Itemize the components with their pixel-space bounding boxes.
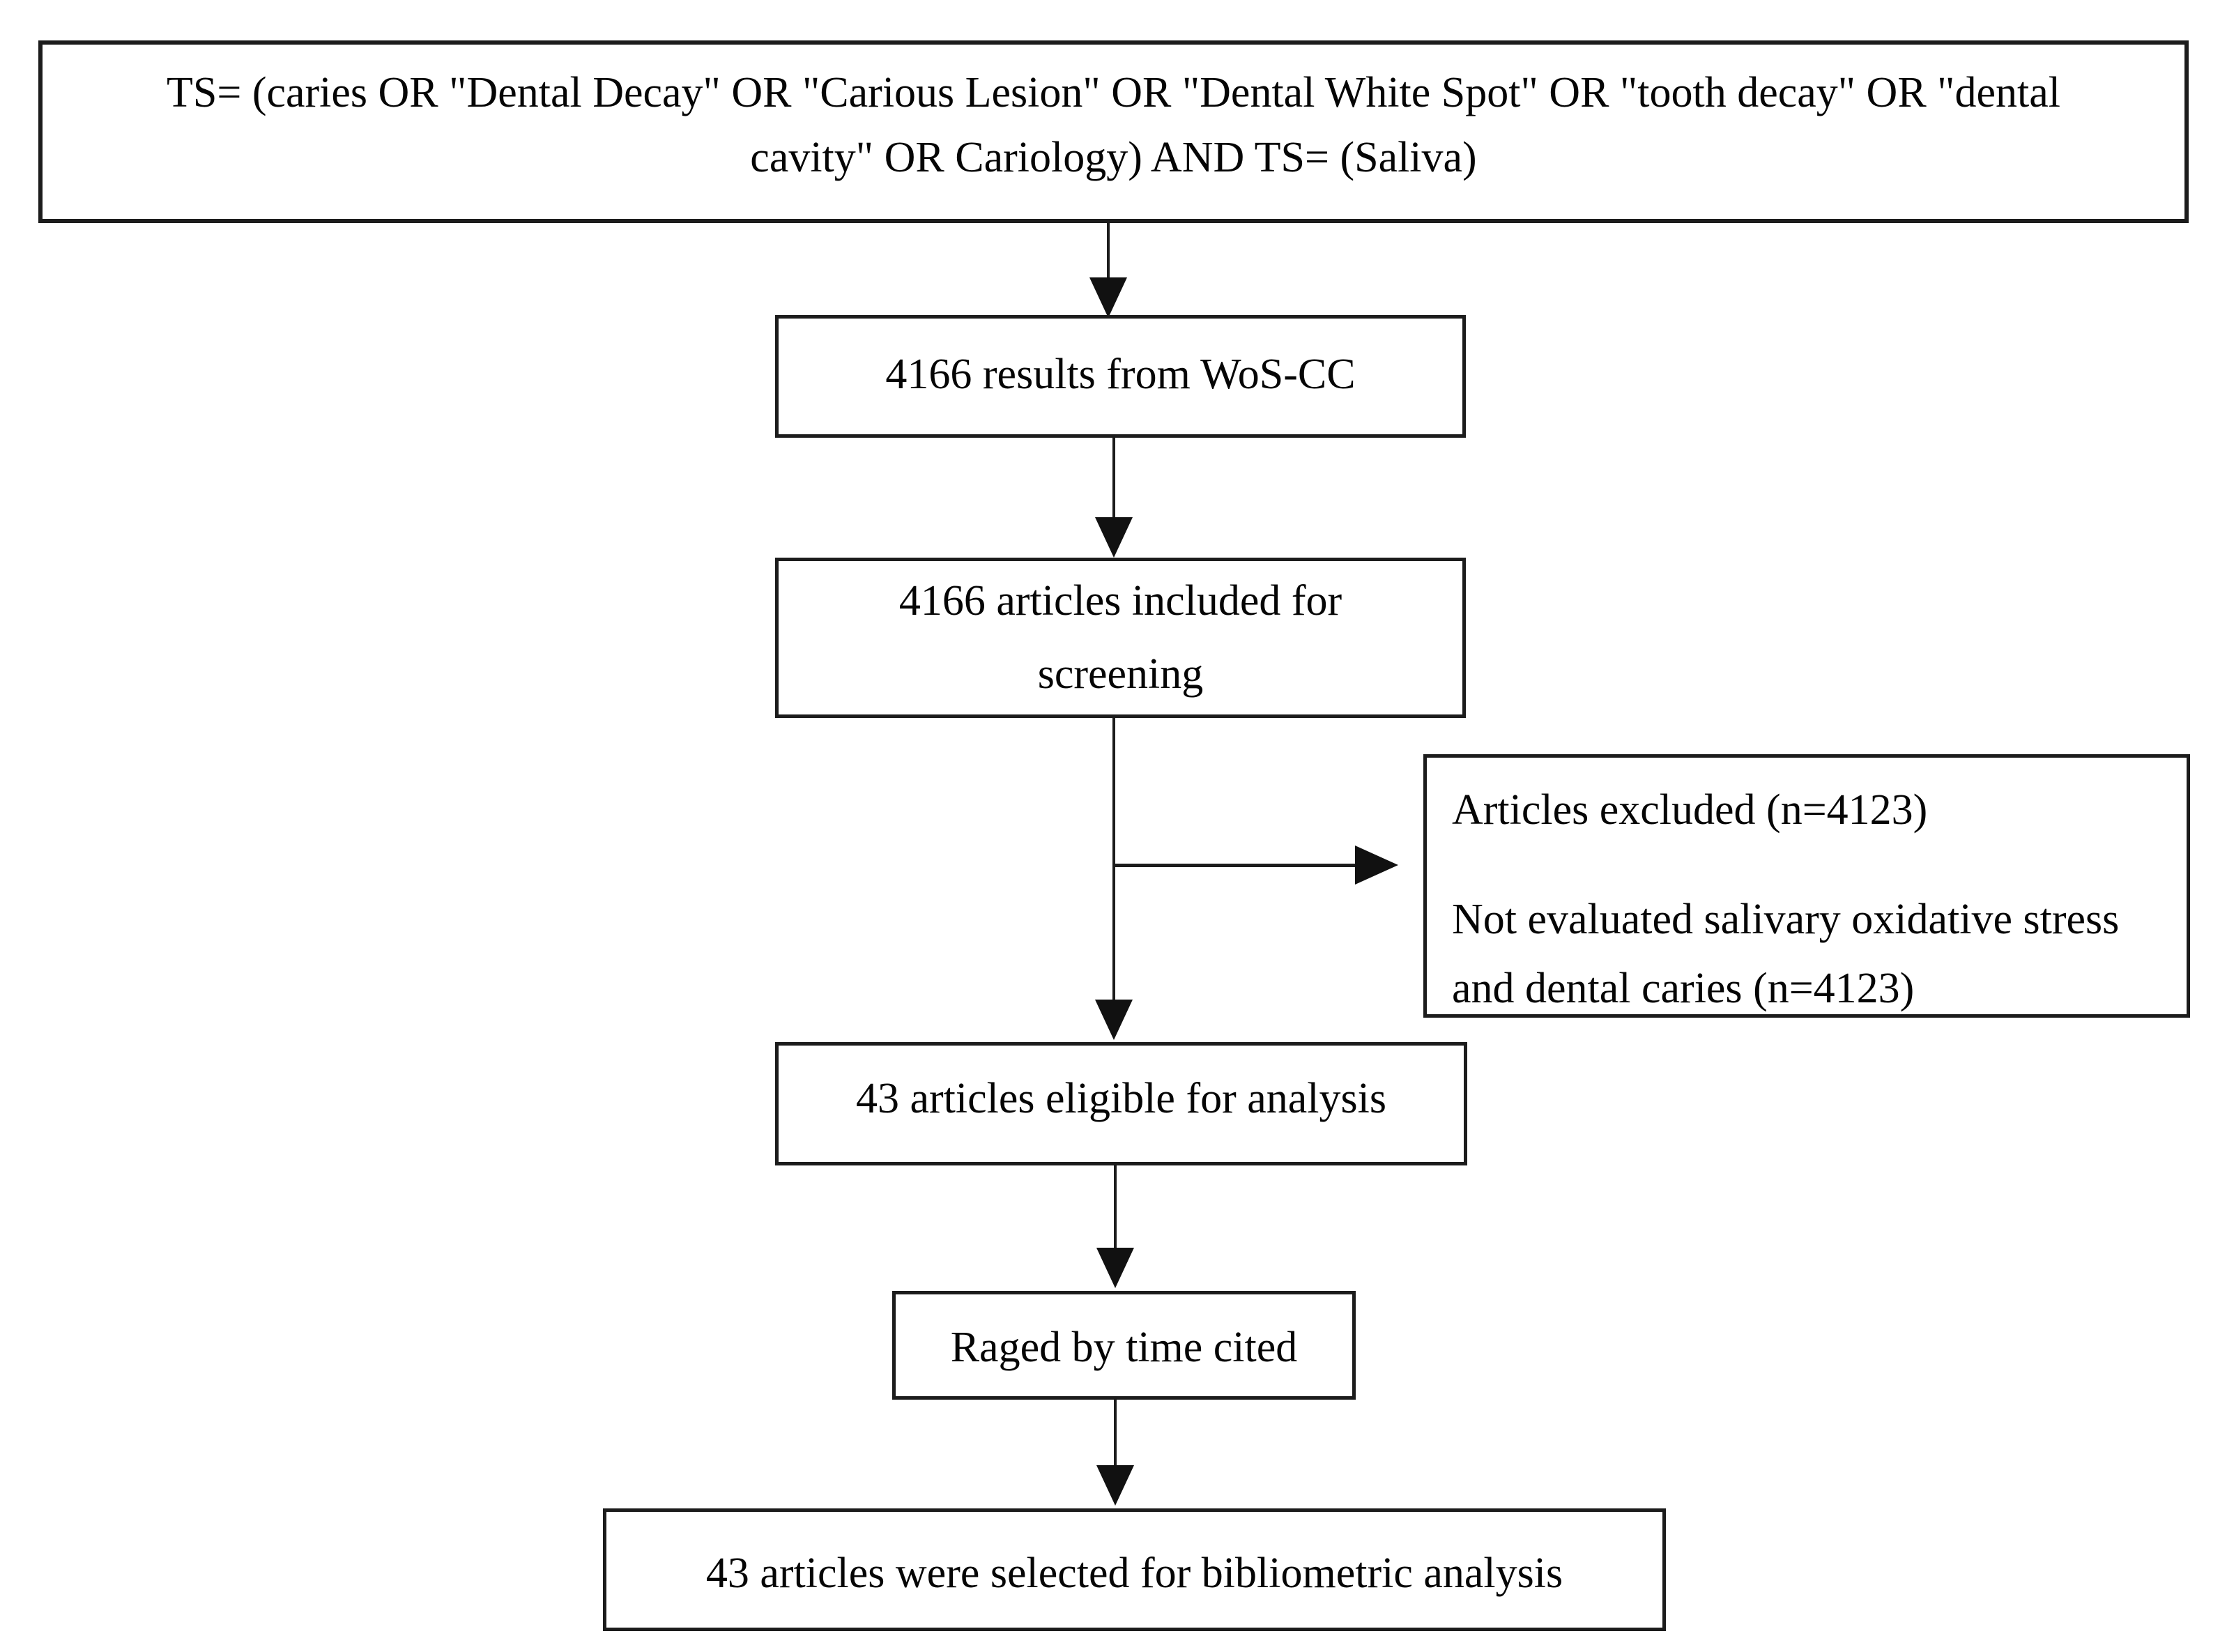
search-query-text: TS= (caries OR "Dental Decay" OR "Cariou… xyxy=(167,69,2060,181)
arrow-down-icon xyxy=(1095,517,1133,558)
ranked-text: Raged by time cited xyxy=(950,1324,1298,1371)
node-results: 4166 results from WoS-CC xyxy=(775,315,1466,438)
arrow-down-icon xyxy=(1096,1248,1134,1288)
arrow-ranked-to-selected-line xyxy=(1114,1400,1117,1468)
node-eligible: 43 articles eligible for analysis xyxy=(775,1042,1467,1165)
arrow-down-icon xyxy=(1095,1000,1133,1040)
arrow-down-icon xyxy=(1096,1465,1134,1506)
node-screening: 4166 articles included for screening xyxy=(775,558,1466,718)
screening-text: 4166 articles included for screening xyxy=(898,576,1342,698)
arrow-eligible-to-ranked-line xyxy=(1114,1165,1117,1249)
arrow-branch-to-excluded-line xyxy=(1112,864,1358,867)
excluded-title-text: Articles excluded (n=4123) xyxy=(1452,786,1928,834)
node-selected-for-analysis: 43 articles were selected for bibliometr… xyxy=(603,1508,1666,1631)
node-ranked-by-citations: Raged by time cited xyxy=(892,1291,1356,1400)
excluded-reason-text: Not evaluated salivary oxidative stress … xyxy=(1452,896,2120,1013)
arrow-query-to-results-line xyxy=(1107,223,1110,284)
selected-text: 43 articles were selected for bibliometr… xyxy=(705,1550,1563,1597)
arrow-screening-to-eligible-line xyxy=(1112,718,1115,1002)
node-search-query: TS= (caries OR "Dental Decay" OR "Cariou… xyxy=(38,40,2189,223)
arrow-down-icon xyxy=(1089,277,1127,318)
node-articles-excluded: Articles excluded (n=4123) Not evaluated… xyxy=(1423,754,2190,1018)
arrow-right-icon xyxy=(1355,846,1398,885)
eligible-text: 43 articles eligible for analysis xyxy=(856,1075,1386,1122)
results-text: 4166 results from WoS-CC xyxy=(885,351,1356,398)
arrow-results-to-screening-line xyxy=(1112,438,1115,520)
